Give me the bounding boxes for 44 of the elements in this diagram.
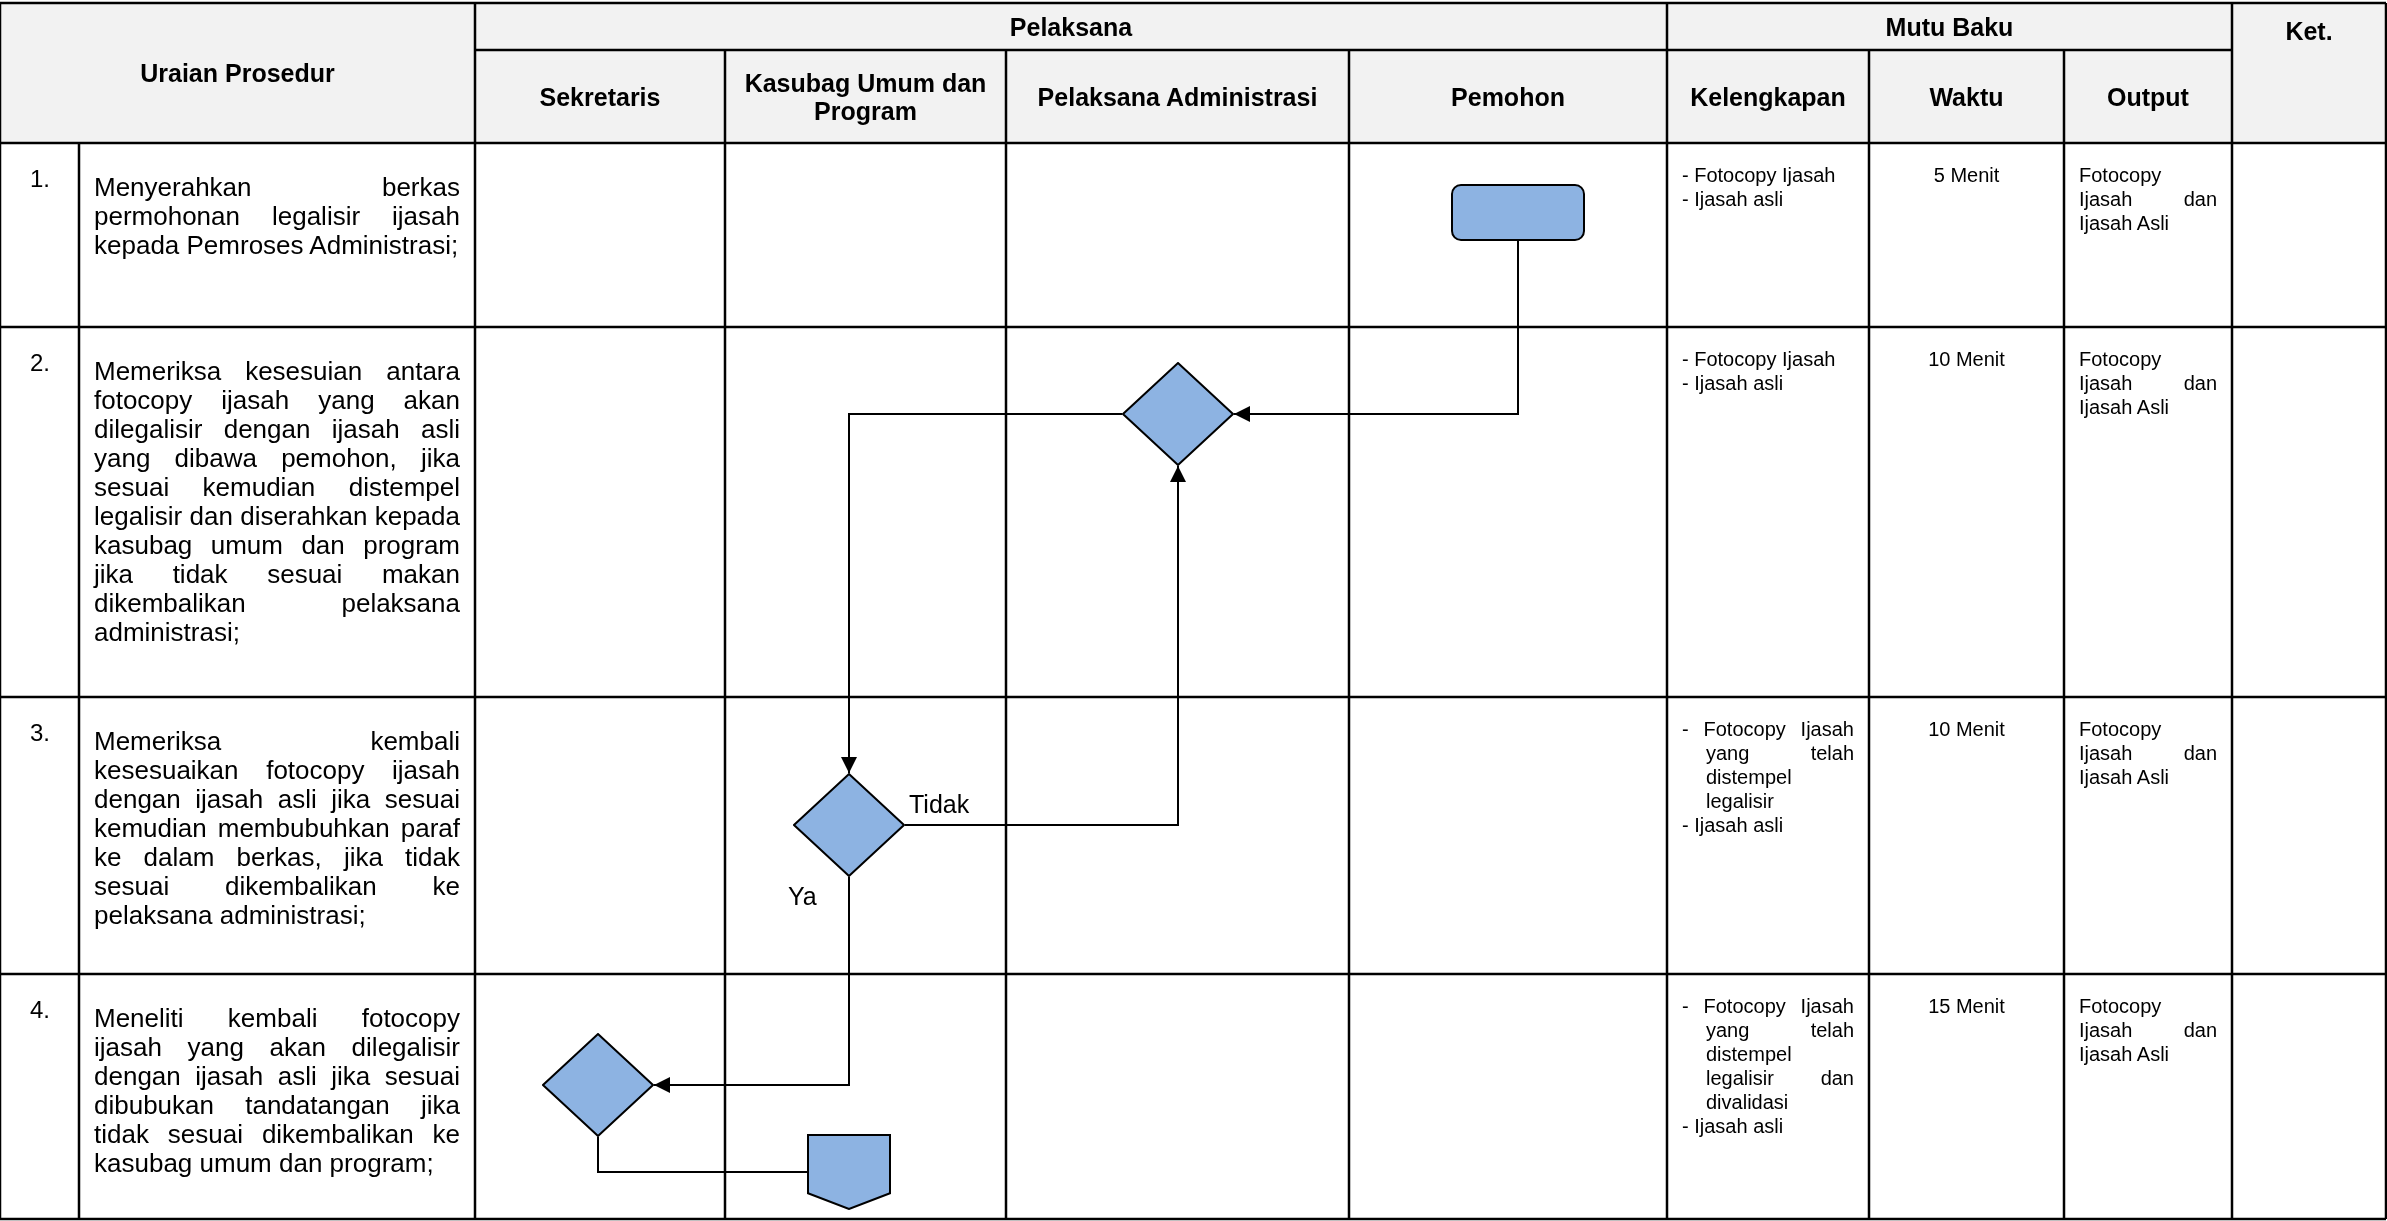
step-number: 1. (30, 165, 51, 193)
column-header: Uraian Prosedur (139, 59, 336, 87)
arrow (653, 876, 850, 1093)
output-text: Fotocopy Ijasah dan Ijasah Asli (2079, 347, 2217, 419)
off-page-connector (807, 1134, 891, 1210)
duration-text: 10 Menit (1927, 717, 2006, 741)
requirement-item: - Ijasah asli (1682, 187, 1785, 211)
step-number: 3. (30, 719, 51, 747)
output-text: Fotocopy Ijasah dan Ijasah Asli (2079, 163, 2217, 235)
column-header: Ket. (2284, 17, 2334, 45)
column-header: Sekretaris (538, 82, 662, 111)
column-header: Pelaksana (1008, 12, 1134, 41)
procedure-text: Memeriksa kesesuian antara fotocopy ijasah yang akan dilegalisir dengan ijasah asli yang dibawa pemohon, jika sesuai kemudian distempel legalisir dan diserahkan kepada kasubag umum dan program jika tidak sesuai makan dikembalikan pelaksana administrasi; (94, 357, 460, 647)
column-header: Waktu (1928, 82, 2005, 111)
arrow (1233, 240, 1519, 422)
duration-text: 5 Menit (1932, 163, 2001, 187)
column-header: Output (2106, 82, 2190, 111)
requirement-item: - Ijasah asli (1682, 813, 1785, 837)
requirement-item: - Fotocopy Ijasah yang telah distempel legalisir (1682, 717, 1854, 813)
column-header: Pemohon (1450, 82, 1566, 111)
decision-diamond (1122, 362, 1234, 466)
requirement-item: - Fotocopy Ijasah (1682, 163, 1837, 187)
output-text: Fotocopy Ijasah dan Ijasah Asli (2079, 717, 2217, 789)
requirement-item: - Ijasah asli (1682, 371, 1785, 395)
requirement-item: - Fotocopy Ijasah (1682, 347, 1837, 371)
procedure-text: Meneliti kembali fotocopy ijasah yang akan dilegalisir dengan ijasah asli jika sesuai dibubukan tandatangan jika tidak sesuai dikembalikan ke kasubag umum dan program; (94, 1004, 460, 1178)
procedure-text: Menyerahkan berkas permohonan legalisir ijasah kepada Pemroses Administrasi; (94, 173, 460, 260)
duration-text: 15 Menit (1927, 994, 2006, 1018)
step-number: 4. (30, 996, 51, 1024)
terminator-box (1451, 184, 1585, 241)
column-header: Kasubag Umum dan Program (743, 68, 988, 125)
column-header: Kelengkapan (1689, 82, 1847, 111)
requirement-item: - Ijasah asli (1682, 1114, 1785, 1138)
duration-text: 10 Menit (1927, 347, 2006, 371)
decision-diamond (793, 773, 905, 877)
decision-diamond (542, 1033, 654, 1137)
column-header: Pelaksana Administrasi (1036, 82, 1319, 111)
procedure-text: Memeriksa kembali kesesuaikan fotocopy ijasah dengan ijasah asli jika sesuai kemudian membubuhkan paraf ke dalam berkas, jika tidak sesuai dikembalikan ke pelaksana administrasi; (94, 727, 460, 930)
output-text: Fotocopy Ijasah dan Ijasah Asli (2079, 994, 2217, 1066)
step-number: 2. (30, 349, 51, 377)
requirement-item: - Fotocopy Ijasah yang telah distempel legalisir dan divalidasi (1682, 994, 1854, 1114)
arrow (904, 465, 1186, 826)
column-header: Mutu Baku (1884, 12, 2015, 41)
arrow (841, 413, 1123, 774)
